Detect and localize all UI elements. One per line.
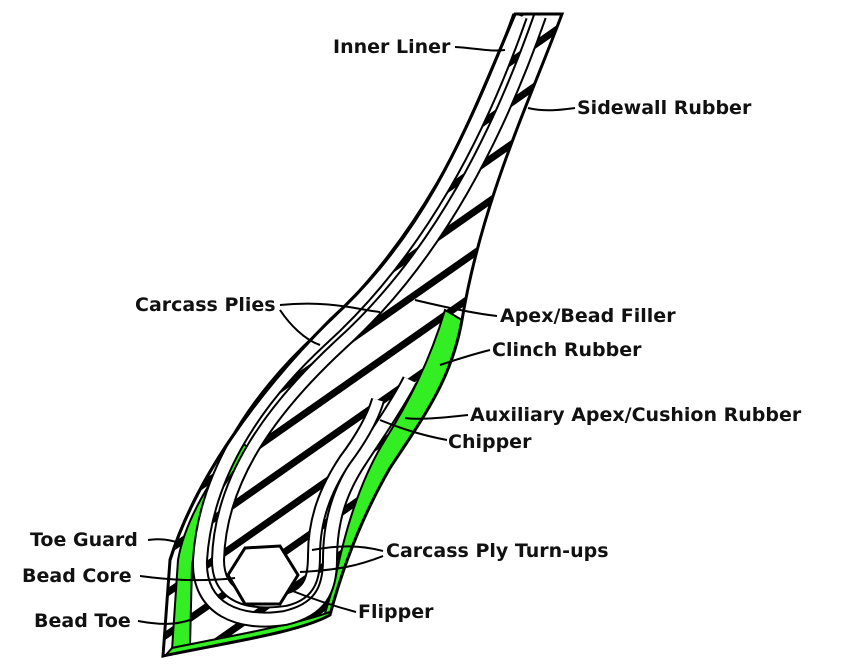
label-sidewall-rubber: Sidewall Rubber [577, 97, 751, 119]
label-carcass-ply-turnups: Carcass Ply Turn-ups [386, 540, 609, 562]
label-clinch-rubber: Clinch Rubber [492, 339, 642, 361]
label-auxiliary-apex: Auxiliary Apex/Cushion Rubber [470, 404, 801, 426]
label-chipper: Chipper [448, 431, 531, 453]
label-bead-toe: Bead Toe [34, 610, 131, 632]
label-inner-liner: Inner Liner [333, 36, 450, 58]
label-bead-core: Bead Core [22, 565, 132, 587]
label-toe-guard: Toe Guard [30, 529, 138, 551]
label-flipper: Flipper [358, 601, 433, 623]
label-carcass-plies: Carcass Plies [135, 294, 276, 316]
label-apex-bead-filler: Apex/Bead Filler [500, 305, 676, 327]
